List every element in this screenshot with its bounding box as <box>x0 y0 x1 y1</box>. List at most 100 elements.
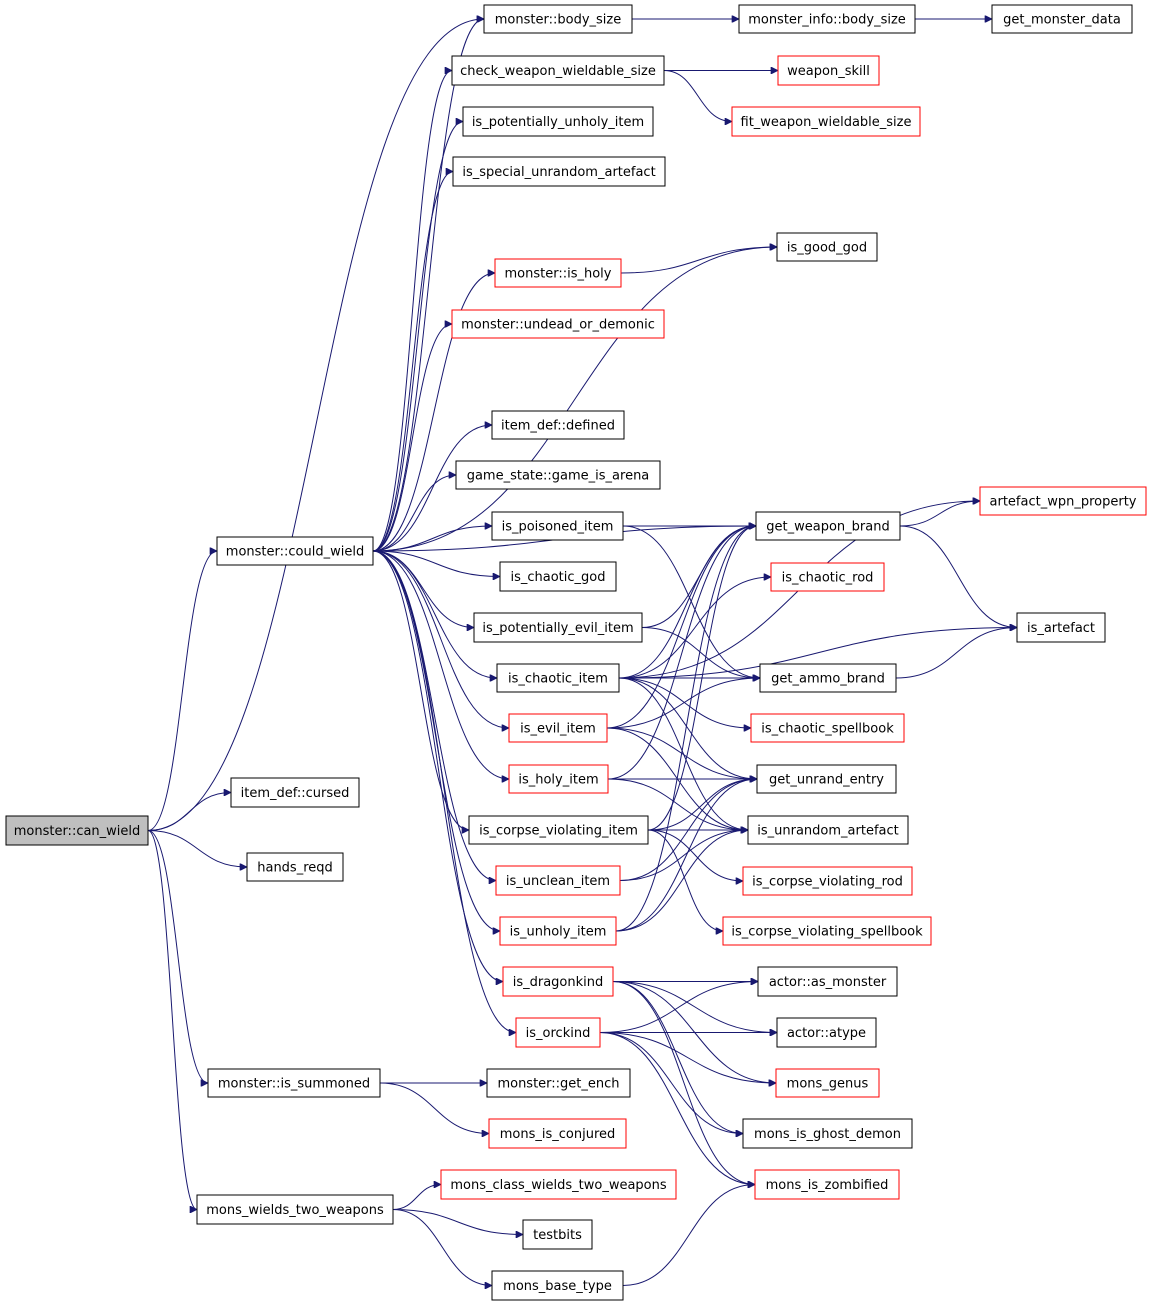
node-label: is_artefact <box>1027 621 1095 636</box>
node-is-holy-m[interactable]: monster::is_holy <box>494 258 622 288</box>
node-unrandom-art[interactable]: is_unrandom_artefact <box>747 815 909 845</box>
node-chaotic-god[interactable]: is_chaotic_god <box>499 561 617 592</box>
edge-chaotic_item-to-is_artefact <box>618 628 1017 679</box>
edge-orckind-to-mons_genus <box>599 1032 776 1084</box>
edge-holy_item-to-weapon_brand <box>607 526 756 780</box>
node-good-god[interactable]: is_good_god <box>776 232 878 262</box>
node-evil-item[interactable]: is_evil_item <box>508 713 608 743</box>
node-get-ench[interactable]: monster::get_ench <box>486 1068 631 1098</box>
node-pot-unholy[interactable]: is_potentially_unholy_item <box>462 106 654 137</box>
node-label: is_orckind <box>526 1026 591 1041</box>
node-box <box>451 309 665 339</box>
edge-could_wield-to-dragonkind <box>372 550 503 982</box>
node-box <box>508 713 608 743</box>
node-pot-evil[interactable]: is_potentially_evil_item <box>473 612 643 643</box>
node-box <box>777 55 880 86</box>
node-mons-genus[interactable]: mons_genus <box>775 1068 880 1098</box>
node-label: check_weapon_wieldable_size <box>460 64 656 79</box>
node-label: artefact_wpn_property <box>990 495 1137 510</box>
edge-unholy_item-to-unrand_entry <box>615 779 757 932</box>
node-can-wield[interactable]: monster::can_wield <box>5 815 149 846</box>
node-label: item_def::defined <box>501 419 615 434</box>
node-label: monster::could_wield <box>226 545 364 560</box>
node-poisoned[interactable]: is_poisoned_item <box>491 511 624 541</box>
edge-could_wield-to-chaotic_god <box>372 550 500 577</box>
node-special-unrand[interactable]: is_special_unrandom_artefact <box>452 156 666 187</box>
edge-could_wield-to-game_is_arena <box>372 475 456 552</box>
node-could-wield[interactable]: monster::could_wield <box>216 536 374 566</box>
node-box <box>491 511 624 541</box>
node-is-summoned[interactable]: monster::is_summoned <box>207 1068 381 1098</box>
node-label: monster::can_wield <box>14 824 141 839</box>
node-base-type[interactable]: mons_base_type <box>491 1270 624 1301</box>
node-wpn-prop[interactable]: artefact_wpn_property <box>979 486 1147 516</box>
node-zombified[interactable]: mons_is_zombified <box>754 1169 900 1200</box>
node-box <box>754 1169 900 1200</box>
node-dragonkind[interactable]: is_dragonkind <box>502 966 614 997</box>
node-testbits[interactable]: testbits <box>522 1219 593 1250</box>
edge-chaotic_item-to-unrand_entry <box>618 677 757 779</box>
node-defined[interactable]: item_def::defined <box>491 410 625 440</box>
node-cursed[interactable]: item_def::cursed <box>230 777 360 808</box>
node-chaotic-spellbook[interactable]: is_chaotic_spellbook <box>750 713 905 743</box>
node-label: weapon_skill <box>787 64 870 79</box>
node-corpse-item[interactable]: is_corpse_violating_item <box>468 815 649 845</box>
edge-could_wield-to-evil_item <box>372 550 509 728</box>
node-label: mons_is_conjured <box>500 1127 616 1142</box>
edge-unholy_item-to-unrandom_art <box>615 830 748 932</box>
node-body-size[interactable]: monster::body_size <box>483 4 633 34</box>
node-conjured[interactable]: mons_is_conjured <box>488 1118 627 1149</box>
node-label: is_potentially_unholy_item <box>472 115 644 130</box>
node-hands-reqd[interactable]: hands_reqd <box>246 852 344 882</box>
node-unholy-item[interactable]: is_unholy_item <box>499 916 617 946</box>
node-ghost-demon[interactable]: mons_is_ghost_demon <box>742 1118 913 1149</box>
node-label: is_good_god <box>787 241 867 256</box>
node-chaotic-item[interactable]: is_chaotic_item <box>496 663 620 693</box>
edge-dragonkind-to-ghost_demon <box>612 981 743 1134</box>
edge-wields_two-to-testbits <box>392 1209 523 1235</box>
node-unclean[interactable]: is_unclean_item <box>495 865 621 896</box>
node-ammo-brand[interactable]: get_ammo_brand <box>759 663 897 693</box>
node-weapon-brand[interactable]: get_weapon_brand <box>755 511 901 541</box>
node-info-body-size[interactable]: monster_info::body_size <box>738 4 916 34</box>
node-as-monster[interactable]: actor::as_monster <box>757 966 898 997</box>
node-undead-demonic[interactable]: monster::undead_or_demonic <box>451 309 665 339</box>
node-wields-two[interactable]: mons_wields_two_weapons <box>196 1194 394 1225</box>
node-box <box>722 916 932 946</box>
edge-could_wield-to-check_wws <box>372 71 452 552</box>
edge-base_type-to-zombified <box>622 1185 755 1286</box>
node-get-monster-data[interactable]: get_monster_data <box>991 4 1133 34</box>
node-class-two[interactable]: mons_class_wields_two_weapons <box>440 1169 677 1200</box>
node-box <box>491 1270 624 1301</box>
node-label: is_unholy_item <box>510 925 607 940</box>
node-box <box>246 852 344 882</box>
node-check-wws[interactable]: check_weapon_wieldable_size <box>451 55 665 86</box>
edge-could_wield-to-orckind <box>372 550 516 1033</box>
edge-chaotic_item-to-chaotic_rod <box>618 577 771 679</box>
edge-could_wield-to-holy_item <box>372 550 509 779</box>
node-is-artefact[interactable]: is_artefact <box>1016 612 1106 643</box>
node-label: is_corpse_violating_item <box>479 824 638 839</box>
node-box <box>979 486 1147 516</box>
edge-wields_two-to-base_type <box>392 1209 492 1286</box>
node-atype[interactable]: actor::atype <box>776 1017 877 1048</box>
node-box <box>462 106 654 137</box>
edge-could_wield-to-corpse_item <box>372 550 469 830</box>
node-orckind[interactable]: is_orckind <box>515 1017 601 1048</box>
node-chaotic-rod[interactable]: is_chaotic_rod <box>770 562 885 592</box>
edge-ammo_brand-to-is_artefact <box>895 628 1017 679</box>
node-label: hands_reqd <box>257 861 333 876</box>
node-fit-wws[interactable]: fit_weapon_wieldable_size <box>731 106 921 137</box>
node-corpse-rod[interactable]: is_corpse_violating_rod <box>742 866 913 896</box>
node-label: is_dragonkind <box>513 975 604 990</box>
node-game-is-arena[interactable]: game_state::game_is_arena <box>455 460 661 490</box>
edge-orckind-to-ghost_demon <box>599 1032 743 1134</box>
node-weapon-skill[interactable]: weapon_skill <box>777 55 880 86</box>
node-corpse-book[interactable]: is_corpse_violating_spellbook <box>722 916 932 946</box>
node-label: is_chaotic_spellbook <box>761 722 894 737</box>
edge-unclean-to-unrandom_art <box>619 830 748 881</box>
node-holy-item[interactable]: is_holy_item <box>508 764 609 794</box>
node-unrand-entry[interactable]: get_unrand_entry <box>756 764 897 794</box>
node-label: monster_info::body_size <box>748 13 906 28</box>
edge-can_wield-to-wields_two <box>147 830 197 1210</box>
